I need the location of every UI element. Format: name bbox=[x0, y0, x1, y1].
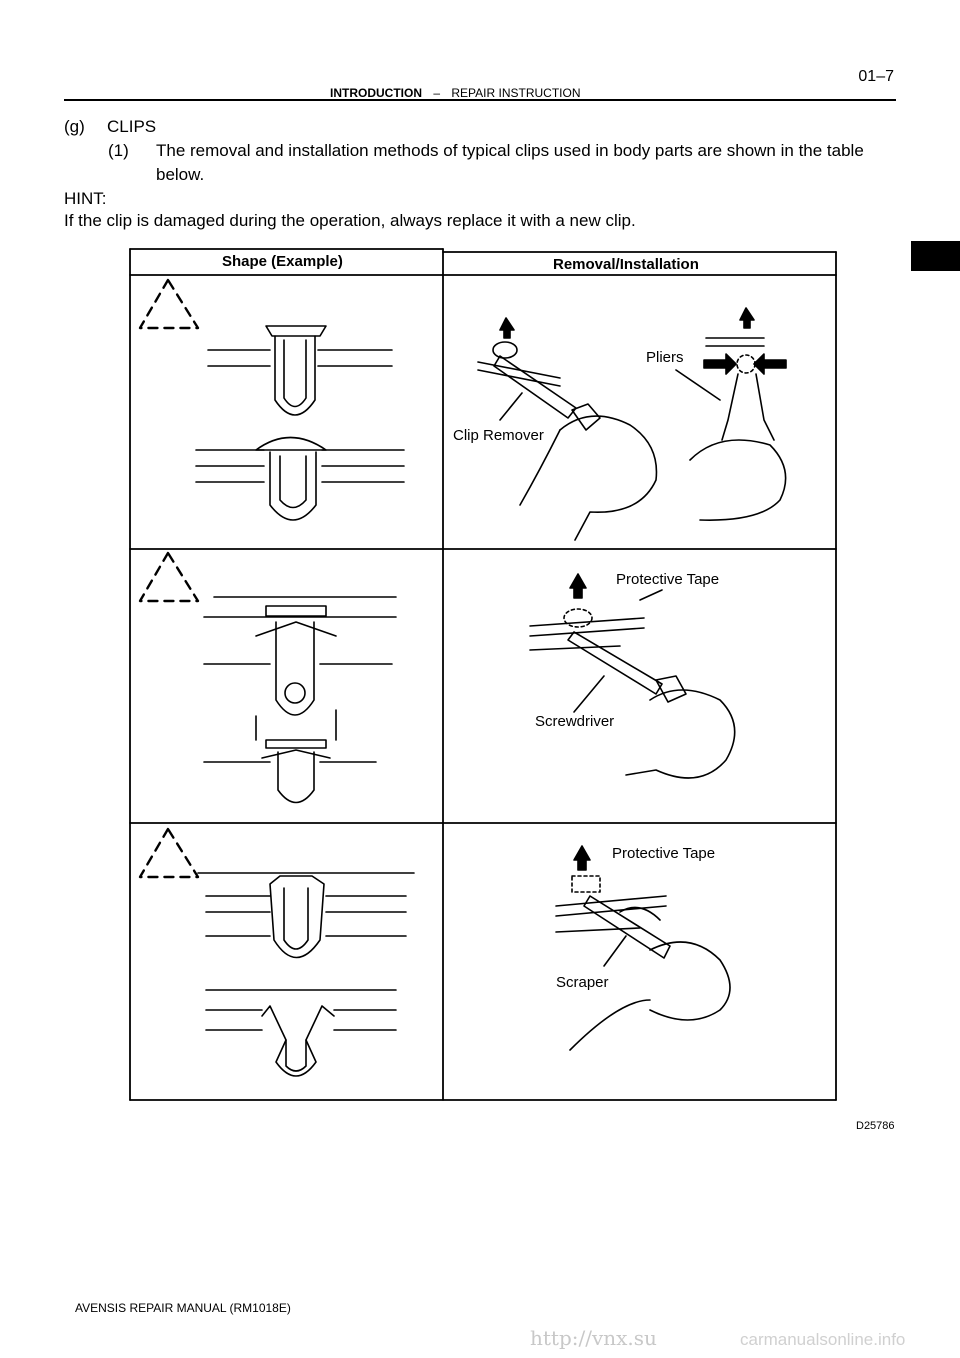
header-section: INTRODUCTION bbox=[330, 86, 422, 100]
hint-text: If the clip is damaged during the operat… bbox=[64, 211, 636, 230]
header-subsection: REPAIR INSTRUCTION bbox=[451, 86, 581, 100]
item-1-label: (1) bbox=[108, 141, 129, 160]
footer-text: AVENSIS REPAIR MANUAL (RM1018E) bbox=[75, 1301, 291, 1315]
running-header: INTRODUCTION – REPAIR INSTRUCTION bbox=[330, 86, 581, 100]
screwdriver-illustration bbox=[529, 573, 736, 779]
caution-triangle-icon bbox=[138, 551, 200, 603]
header-rule bbox=[64, 99, 896, 101]
item-g-label: (g) bbox=[64, 117, 85, 136]
section-tab bbox=[911, 241, 960, 271]
item-1-text: The removal and installation methods of … bbox=[156, 141, 864, 160]
item-g-title: CLIPS bbox=[107, 117, 157, 136]
table-frame bbox=[129, 248, 837, 1101]
watermark-left: http://vnx.su bbox=[530, 1326, 657, 1350]
clip-shape-1a bbox=[207, 325, 393, 416]
clip-shape-3b bbox=[205, 989, 397, 1077]
figure-code: D25786 bbox=[856, 1120, 895, 1132]
callout-clip-remover: Clip Remover bbox=[453, 427, 544, 444]
clip-shape-2b bbox=[203, 709, 377, 804]
clip-shape-1b bbox=[195, 436, 405, 521]
header-separator: – bbox=[433, 86, 441, 100]
hint-label: HINT: bbox=[64, 189, 107, 208]
scraper-illustration bbox=[555, 845, 731, 1051]
col-header-removal: Removal/Installation bbox=[553, 256, 699, 273]
callout-scraper: Scraper bbox=[556, 974, 609, 991]
clip-shape-3a bbox=[197, 872, 415, 959]
page-number: 01–7 bbox=[858, 68, 894, 85]
callout-screwdriver: Screwdriver bbox=[535, 713, 615, 730]
clip-shape-2a bbox=[203, 596, 397, 716]
callout-protective-tape: Protective Tape bbox=[616, 571, 720, 588]
item-1-text-cont: below. bbox=[156, 165, 205, 184]
col-header-shape: Shape (Example) bbox=[222, 253, 343, 270]
callout-pliers: Pliers bbox=[646, 349, 684, 366]
watermark-right: carmanualsonline.info bbox=[740, 1330, 906, 1349]
callout-protective-tape: Protective Tape bbox=[612, 845, 716, 862]
caution-triangle-icon bbox=[138, 827, 200, 879]
pliers-illustration bbox=[675, 307, 787, 521]
clip-remover-illustration bbox=[477, 317, 658, 541]
caution-triangle-icon bbox=[138, 278, 200, 330]
